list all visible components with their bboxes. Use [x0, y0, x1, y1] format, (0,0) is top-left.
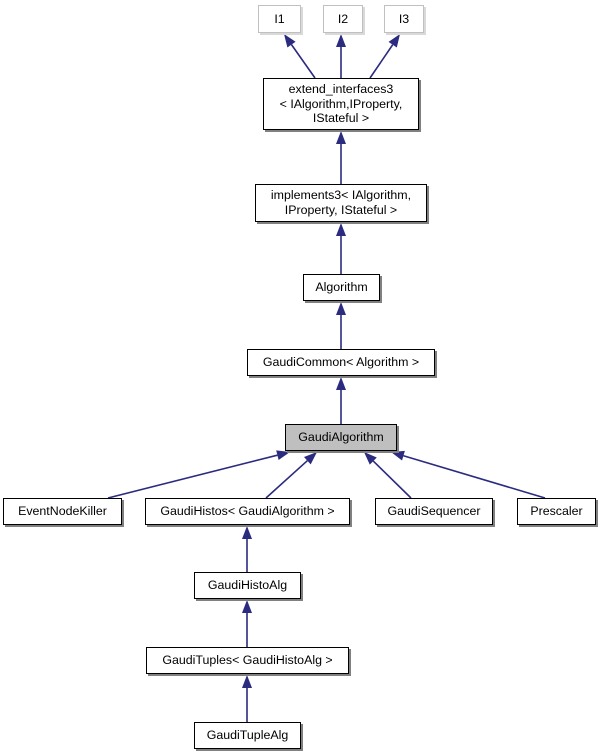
- inheritance-arrowhead: [391, 450, 405, 461]
- inheritance-arrowhead: [388, 34, 400, 48]
- class-node-i3[interactable]: I3: [384, 5, 424, 33]
- class-node-gaudisequencer[interactable]: GaudiSequencer: [375, 498, 493, 525]
- class-node-algorithm[interactable]: Algorithm: [303, 274, 380, 301]
- class-node-extend_interfaces3[interactable]: extend_interfaces3 < IAlgorithm,IPropert…: [263, 78, 419, 130]
- class-node-implements3[interactable]: implements3< IAlgorithm, IProperty, ISta…: [255, 184, 427, 222]
- class-node-gaudicommon[interactable]: GaudiCommon< Algorithm >: [247, 349, 435, 376]
- inheritance-arrowhead: [242, 600, 252, 613]
- inheritance-edge-line: [369, 44, 394, 79]
- class-node-eventnodekiller[interactable]: EventNodeKiller: [3, 498, 122, 525]
- class-node-gaudihistoalg[interactable]: GaudiHistoAlg: [194, 572, 301, 599]
- inheritance-arrowhead: [336, 34, 346, 47]
- inheritance-edge-line: [290, 44, 316, 79]
- inheritance-arrowhead: [284, 34, 296, 48]
- inheritance-edge-line: [107, 454, 278, 499]
- inheritance-arrowhead: [336, 377, 346, 390]
- inheritance-edge-line: [372, 460, 412, 499]
- inheritance-arrowhead: [242, 526, 252, 539]
- inheritance-arrowhead: [336, 302, 346, 315]
- class-node-i1[interactable]: I1: [258, 5, 301, 33]
- class-node-gaudihistos[interactable]: GaudiHistos< GaudiAlgorithm >: [145, 498, 350, 525]
- inheritance-arrowhead: [364, 452, 377, 465]
- class-node-prescaler[interactable]: Prescaler: [517, 498, 596, 525]
- class-node-i2[interactable]: I2: [323, 5, 363, 33]
- inheritance-arrowhead: [303, 452, 317, 465]
- inheritance-edge-line: [403, 454, 546, 499]
- inheritance-edge-line: [265, 460, 308, 499]
- class-node-gaudituplealg[interactable]: GaudiTupleAlg: [194, 722, 301, 749]
- class-node-gaudialgorithm[interactable]: GaudiAlgorithm: [285, 424, 397, 451]
- class-node-gaudituples[interactable]: GaudiTuples< GaudiHistoAlg >: [146, 647, 349, 674]
- inheritance-arrowhead: [276, 450, 290, 461]
- inheritance-arrowhead: [242, 675, 252, 688]
- inheritance-arrowhead: [336, 131, 346, 144]
- inheritance-arrowhead: [336, 223, 346, 236]
